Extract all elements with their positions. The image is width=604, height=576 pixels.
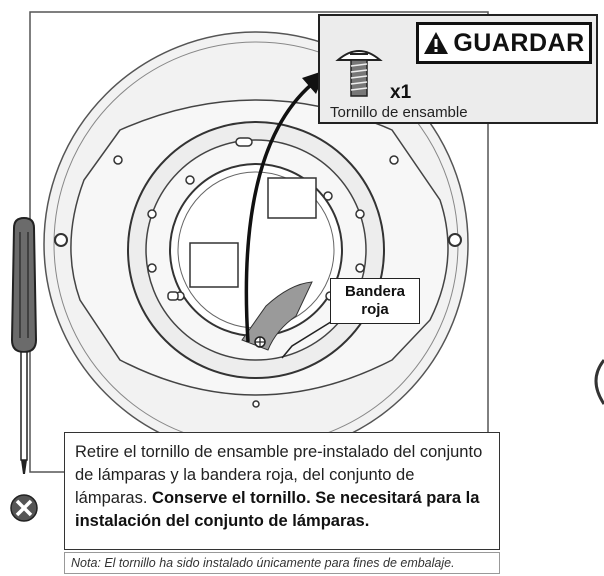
flag-label-line1: Bandera xyxy=(344,283,406,300)
edge-fragment xyxy=(594,359,604,405)
instruction-emphasis: Conserve el tornillo. Se necesitará para… xyxy=(75,489,480,530)
flag-leader-line xyxy=(281,319,335,359)
instruction-text: Retire el tornillo de ensamble pre-insta… xyxy=(75,443,483,507)
red-flag xyxy=(241,281,313,351)
red-flag-label: Bandera roja xyxy=(330,278,420,324)
warning-triangle-icon xyxy=(424,32,449,54)
screw-callout-panel: GUARDAR x1 Tornillo de ensamble xyxy=(318,14,598,124)
screw-quantity: x1 xyxy=(390,82,412,103)
screw-caption: Tornillo de ensamble xyxy=(330,104,468,121)
lamp-socket-block xyxy=(189,242,239,288)
flag-label-line2: roja xyxy=(361,301,389,318)
no-symbol-icon xyxy=(10,494,38,522)
packaging-note: Nota: El tornillo ha sido instalado únic… xyxy=(64,552,500,574)
lamp-socket-block xyxy=(267,177,317,219)
screw-icon xyxy=(335,50,383,97)
screwdriver-icon xyxy=(10,216,38,474)
guardar-label: GUARDAR xyxy=(453,28,585,57)
guardar-warning-badge: GUARDAR xyxy=(416,22,592,64)
plate-screws xyxy=(113,155,399,408)
instruction-box: Retire el tornillo de ensamble pre-insta… xyxy=(64,432,500,550)
curved-arrow xyxy=(244,82,314,343)
